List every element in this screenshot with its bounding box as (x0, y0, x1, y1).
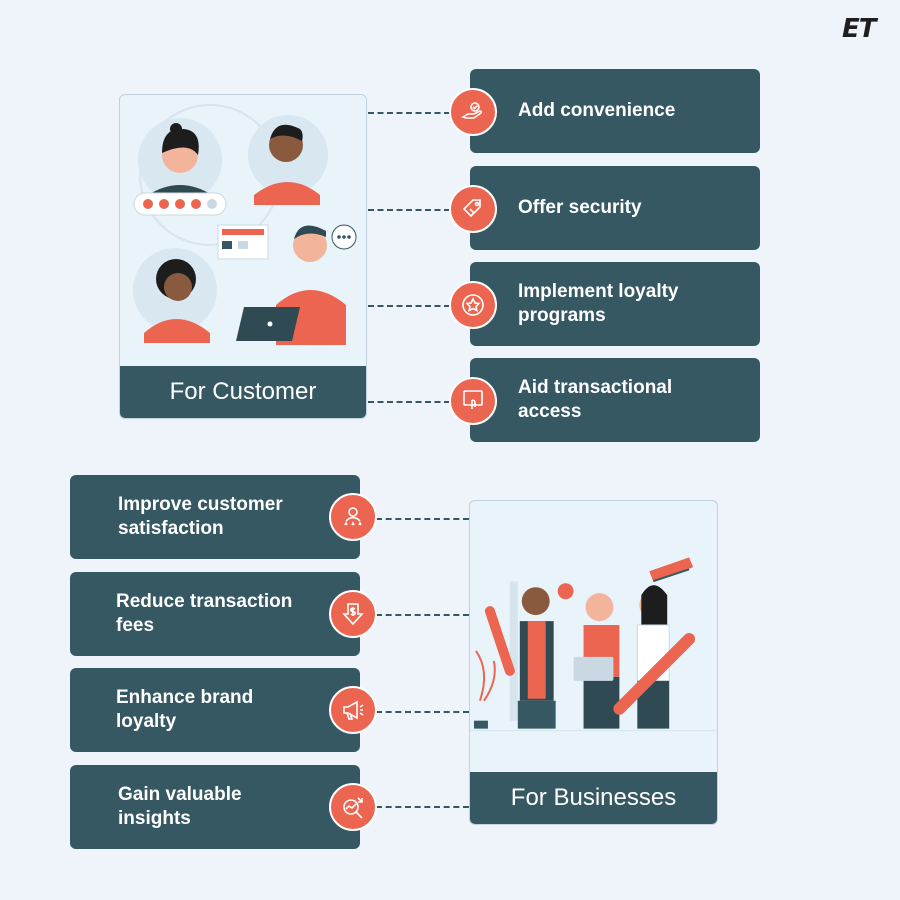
customer-card-title: For Customer (120, 366, 366, 418)
benefit-label: Gain valuable insights (118, 784, 242, 829)
benefit-label: Offer security (518, 197, 642, 218)
user-rating-icon (329, 493, 377, 541)
business-illustration (470, 557, 717, 732)
benefit-offer-security: Offer security (470, 166, 760, 250)
megaphone-icon (329, 686, 377, 734)
benefit-brand-loyalty: Enhance brand loyalty (70, 668, 360, 752)
connector-line (368, 112, 450, 114)
connector-line (368, 401, 450, 403)
dollar-down-icon (329, 590, 377, 638)
benefit-label: Enhance brand loyalty (116, 687, 254, 732)
benefit-loyalty-programs: Implement loyalty programs (470, 262, 760, 346)
benefit-label: Reduce transaction fees (116, 591, 293, 636)
insight-target-icon (329, 783, 377, 831)
connector-line (376, 518, 469, 520)
benefit-transaction-fees: Reduce transaction fees (70, 572, 360, 656)
loyalty-star-icon (449, 281, 497, 329)
benefit-label: Improve customer satisfaction (118, 494, 283, 539)
hand-check-icon (449, 88, 497, 136)
connector-line (376, 806, 469, 808)
business-card-title: For Businesses (470, 772, 717, 824)
touch-screen-icon (449, 377, 497, 425)
brand-logo: ET (842, 14, 876, 44)
benefit-customer-satisfaction: Improve customer satisfaction (70, 475, 360, 559)
connector-line (368, 209, 450, 211)
benefit-add-convenience: Add convenience (470, 69, 760, 153)
benefit-valuable-insights: Gain valuable insights (70, 765, 360, 849)
connector-line (376, 711, 469, 713)
business-card: For Businesses (469, 500, 718, 825)
benefit-label: Implement loyalty programs (518, 281, 679, 326)
benefit-label: Aid transactional access (518, 377, 673, 422)
connector-line (376, 614, 469, 616)
customer-card: For Customer (119, 94, 367, 419)
security-tag-icon (449, 185, 497, 233)
connector-line (368, 305, 450, 307)
customer-illustration (133, 104, 357, 345)
benefit-transactional-access: Aid transactional access (470, 358, 760, 442)
benefit-label: Add convenience (518, 100, 676, 121)
